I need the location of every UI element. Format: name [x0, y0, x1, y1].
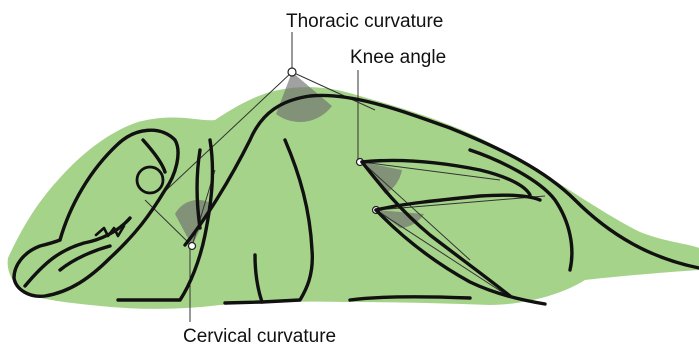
cervical-marker	[189, 243, 196, 250]
body-silhouette	[8, 87, 699, 309]
thoracic-curvature-label: Thoracic curvature	[286, 12, 443, 31]
cervical-curvature-label: Cervical curvature	[183, 327, 336, 346]
thoracic-marker	[288, 68, 296, 76]
knee-angle-label: Knee angle	[350, 48, 446, 67]
